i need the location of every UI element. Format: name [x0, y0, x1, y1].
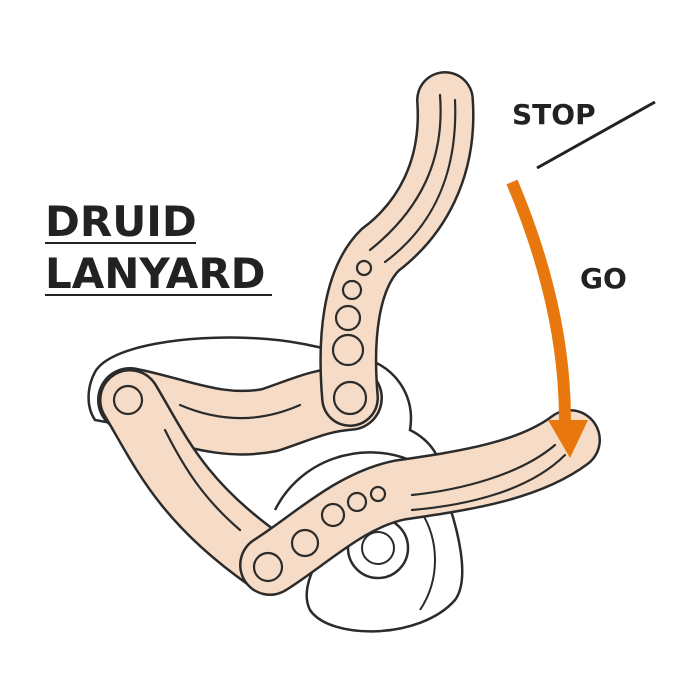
go-arrowhead [548, 420, 588, 458]
stop-line [536, 100, 656, 170]
lever-holes [112, 259, 387, 583]
body-rim [419, 509, 436, 611]
go-arrow [506, 179, 571, 421]
lever-slots [163, 93, 567, 532]
title-line2: LANYARD [45, 249, 266, 298]
stop-label: STOP [512, 98, 596, 131]
title-line1: DRUID [45, 197, 197, 246]
cam-outline [273, 451, 411, 511]
attachment-hole-inner [361, 531, 395, 565]
go-label: GO [580, 262, 627, 295]
